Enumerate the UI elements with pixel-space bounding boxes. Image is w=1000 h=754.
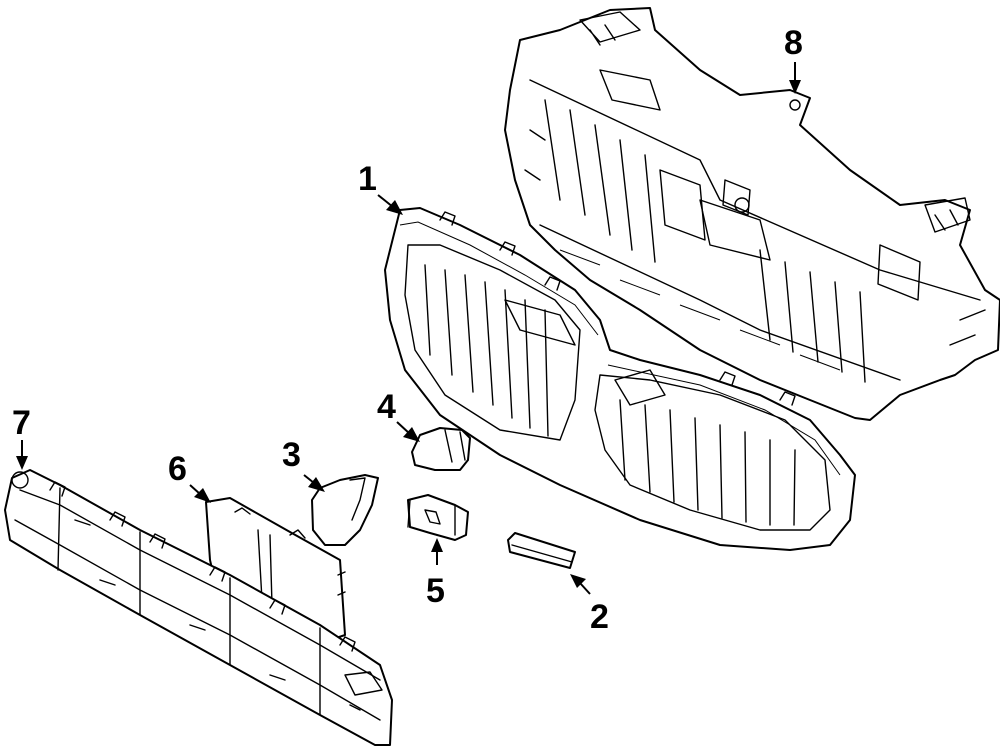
callout-2: 2: [590, 598, 609, 636]
part-5-clip: [407, 494, 469, 541]
callout-5: 5: [426, 572, 445, 610]
callout-leaders: [16, 62, 801, 595]
part-7-lower-grille: [4, 469, 393, 746]
callout-1: 1: [358, 160, 377, 198]
callout-6: 6: [168, 450, 187, 488]
part-2-strip: [507, 532, 576, 569]
part-1-kidney-grille: [384, 207, 856, 551]
part-3-cover: [311, 474, 379, 546]
callout-7: 7: [12, 404, 31, 442]
callout-4: 4: [377, 388, 396, 426]
part-4-cap: [411, 427, 471, 471]
callout-3: 3: [282, 436, 301, 474]
callout-8: 8: [784, 24, 803, 62]
part-8-grille-carrier: [504, 7, 1000, 421]
